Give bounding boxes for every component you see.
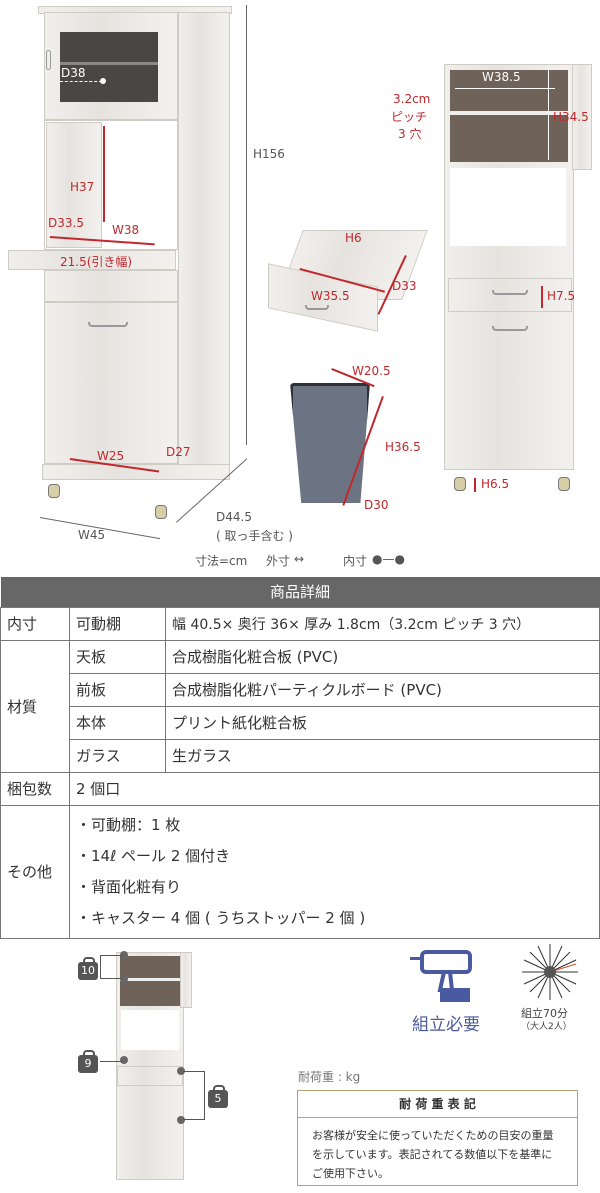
label-h7-5: H7.5 (547, 289, 576, 303)
table-row: その他 ・可動棚：1 枚 ・14ℓ ペール 2 個付き ・背面化粧有り ・キャス… (0, 804, 600, 939)
label-d33-5: D33.5 (48, 216, 84, 230)
clock-icon (522, 944, 578, 1000)
load-note-title: 耐 荷 重 表 記 (298, 1091, 577, 1118)
legend-unit: 寸法=cm (195, 554, 248, 568)
label-w38: W38 (112, 223, 140, 237)
weight-badge-9: 9 (78, 1050, 98, 1073)
label-d33: D33 (392, 279, 417, 293)
label-h34-5: H34.5 (553, 110, 589, 124)
row-category: その他 (0, 804, 70, 939)
assembly-required-label: 組立必要 (412, 1015, 480, 1035)
row-subcategory: 天板 (69, 639, 166, 674)
row-subcategory: 前板 (69, 672, 166, 707)
legend-outer: 外寸 (266, 554, 291, 568)
row-subcategory: 本体 (69, 705, 166, 740)
assembly-people-label: （大人2人） (521, 1022, 572, 1032)
row-value: 合成樹脂化粧合板 (PVC) (165, 639, 600, 674)
assembly-time-label: 組立70分 (521, 1007, 568, 1020)
label-pull-width: 21.5(引き幅) (60, 255, 133, 269)
label-d27: D27 (166, 445, 191, 459)
label-h37: H37 (70, 180, 95, 194)
label-h36-5: H36.5 (385, 440, 421, 454)
label-d44-5: D44.5 (216, 510, 252, 524)
legend-outer-arrow-icon: ↔ (294, 552, 305, 566)
load-note-box: 耐 荷 重 表 記 お客様が安全に使っていただくための目安の重量を示しています。… (297, 1090, 578, 1186)
label-h6: H6 (345, 231, 362, 245)
label-h6-5: H6.5 (481, 477, 510, 491)
table-row: 材質天板合成樹脂化粧合板 (PVC) (0, 639, 600, 773)
row-category: 材質 (0, 639, 70, 773)
spec-table: 商品詳細 内寸可動棚幅 40.5× 奥行 36× 厚み 1.8cm（3.2cm … (0, 577, 600, 939)
label-w45: W45 (78, 528, 106, 542)
label-w35-5: W35.5 (311, 289, 350, 303)
table-row: 前板合成樹脂化粧パーティクルボード (PVC) (1, 672, 600, 707)
label-w38-5: W38.5 (482, 70, 521, 84)
list-item: ・キャスター 4 個 ( うちストッパー 2 個 ) (76, 908, 366, 927)
legend-inner: 内寸 (343, 554, 368, 568)
row-value: 2 個口 (69, 771, 600, 806)
row-category: 梱包数 (0, 771, 70, 806)
row-value: 幅 40.5× 奥行 36× 厚み 1.8cm（3.2cm ピッチ 3 穴） (165, 606, 600, 641)
label-handle-note: ( 取っ手含む ) (216, 529, 293, 543)
load-note-text: お客様が安全に使っていただくための目安の重量を示しています。表記されてる数値以下… (312, 1129, 554, 1180)
list-item: ・背面化粧有り (76, 877, 182, 896)
list-item: ・可動棚：1 枚 (76, 815, 181, 834)
label-pitch-2: ピッチ (391, 110, 428, 124)
row-subcategory: 可動棚 (69, 606, 166, 641)
label-d38: D38 (61, 66, 86, 80)
label-w25: W25 (97, 449, 125, 463)
row-category: 内寸 (0, 606, 70, 641)
row-value: 合成樹脂化粧パーティクルボード (PVC) (165, 672, 600, 707)
table-row: ガラス生ガラス (1, 738, 600, 773)
list-item: ・14ℓ ペール 2 個付き (76, 846, 231, 865)
weight-badge-5: 5 (208, 1085, 228, 1108)
spec-title: 商品詳細 (0, 577, 600, 607)
row-value: プリント紙化粧合板 (165, 705, 600, 740)
label-w20-5: W20.5 (352, 364, 391, 378)
legend-inner-line-icon: ●—● (372, 552, 405, 566)
label-pitch-3: 3 穴 (398, 127, 422, 141)
drill-icon (410, 950, 472, 1002)
label-h156: H156 (253, 147, 285, 161)
weight-badge-10: 10 (78, 957, 98, 980)
row-value: 生ガラス (165, 738, 600, 773)
label-d30: D30 (364, 498, 389, 512)
load-unit-label: 耐荷重 : kg (298, 1070, 361, 1084)
table-row: 本体プリント紙化粧合板 (1, 705, 600, 740)
row-subcategory: ガラス (69, 738, 166, 773)
label-pitch-1: 3.2cm (393, 92, 431, 106)
table-row: 内寸可動棚幅 40.5× 奥行 36× 厚み 1.8cm（3.2cm ピッチ 3… (0, 606, 600, 641)
